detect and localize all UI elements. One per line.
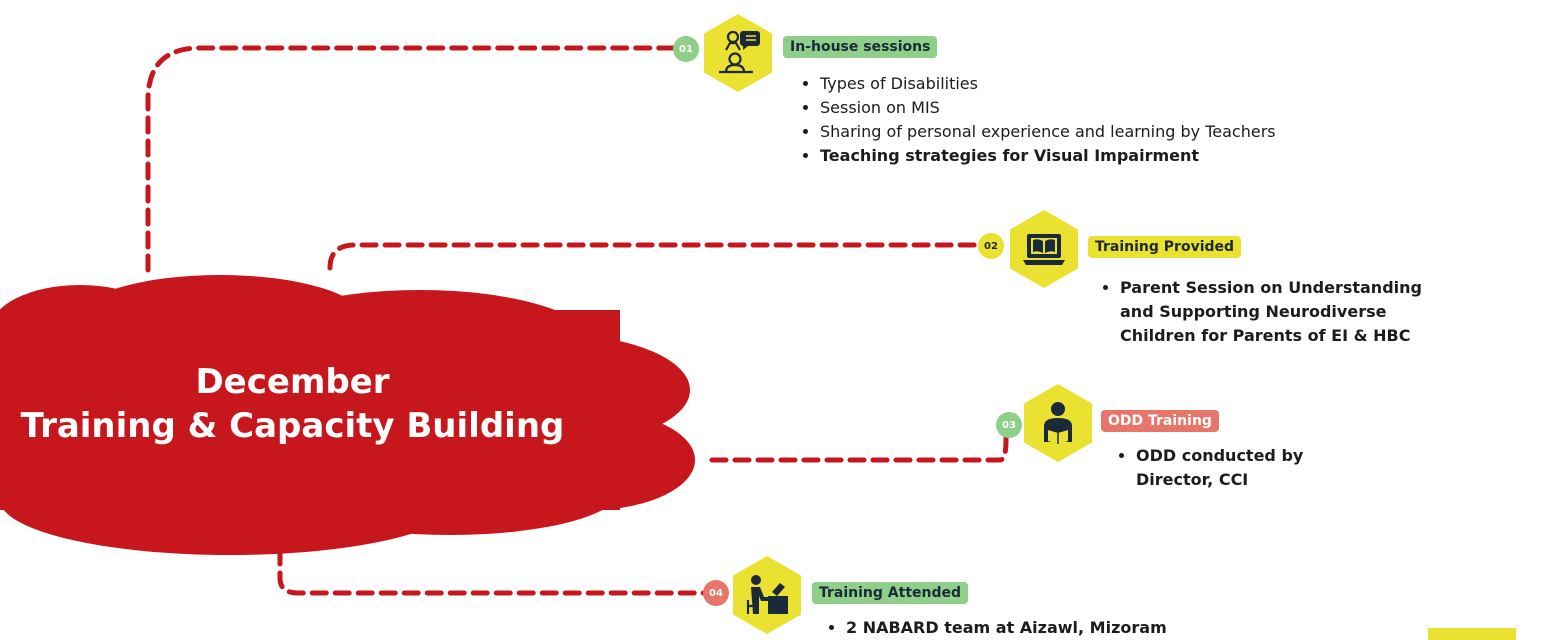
connector-01 [145,45,681,273]
teacher-student-icon [719,30,760,74]
list-item: Sharing of personal experience and learn… [820,120,1276,144]
branch-hexagon-03 [1024,384,1092,462]
branch-number-04: 04 [703,580,729,606]
laptop-book-icon [1023,234,1065,265]
branch-number-01: 01 [673,36,699,62]
list-item: Types of Disabilities [820,72,1276,96]
connector-03 [709,422,1009,463]
list-item: Session on MIS [820,96,1276,120]
connector-02 [327,242,988,271]
branch-label-01: In-house sessions [783,36,938,58]
diagram-title: December Training & Capacity Building [0,360,585,448]
cloud-shape [0,275,695,555]
branch-label-04: Training Attended [812,582,969,604]
branch-number-03: 03 [996,412,1022,438]
list-item: Teaching strategies for Visual Impairmen… [820,144,1276,168]
title-line-2: Training & Capacity Building [20,406,565,446]
connector-04 [277,547,709,596]
branch-list-01: Types of Disabilities Session on MIS Sha… [798,72,1276,168]
branch-number-02: 02 [978,233,1004,259]
desk-worker-icon [746,575,788,614]
title-line-1: December [195,362,390,402]
reader-icon [1044,402,1072,444]
branch-list-02: Parent Session on Understanding and Supp… [1098,276,1450,348]
list-item: ODD conducted by Director, CCI [1136,444,1336,492]
list-item: Parent Session on Understanding and Supp… [1120,276,1450,348]
branch-list-04: 2 NABARD team at Aizawl, Mizoram [824,616,1167,640]
list-item: 2 NABARD team at Aizawl, Mizoram [846,616,1167,640]
decorative-yellow-block [1428,628,1516,640]
branch-list-03: ODD conducted by Director, CCI [1114,444,1336,492]
branch-label-03: ODD Training [1101,410,1219,432]
branch-label-02: Training Provided [1088,236,1242,258]
